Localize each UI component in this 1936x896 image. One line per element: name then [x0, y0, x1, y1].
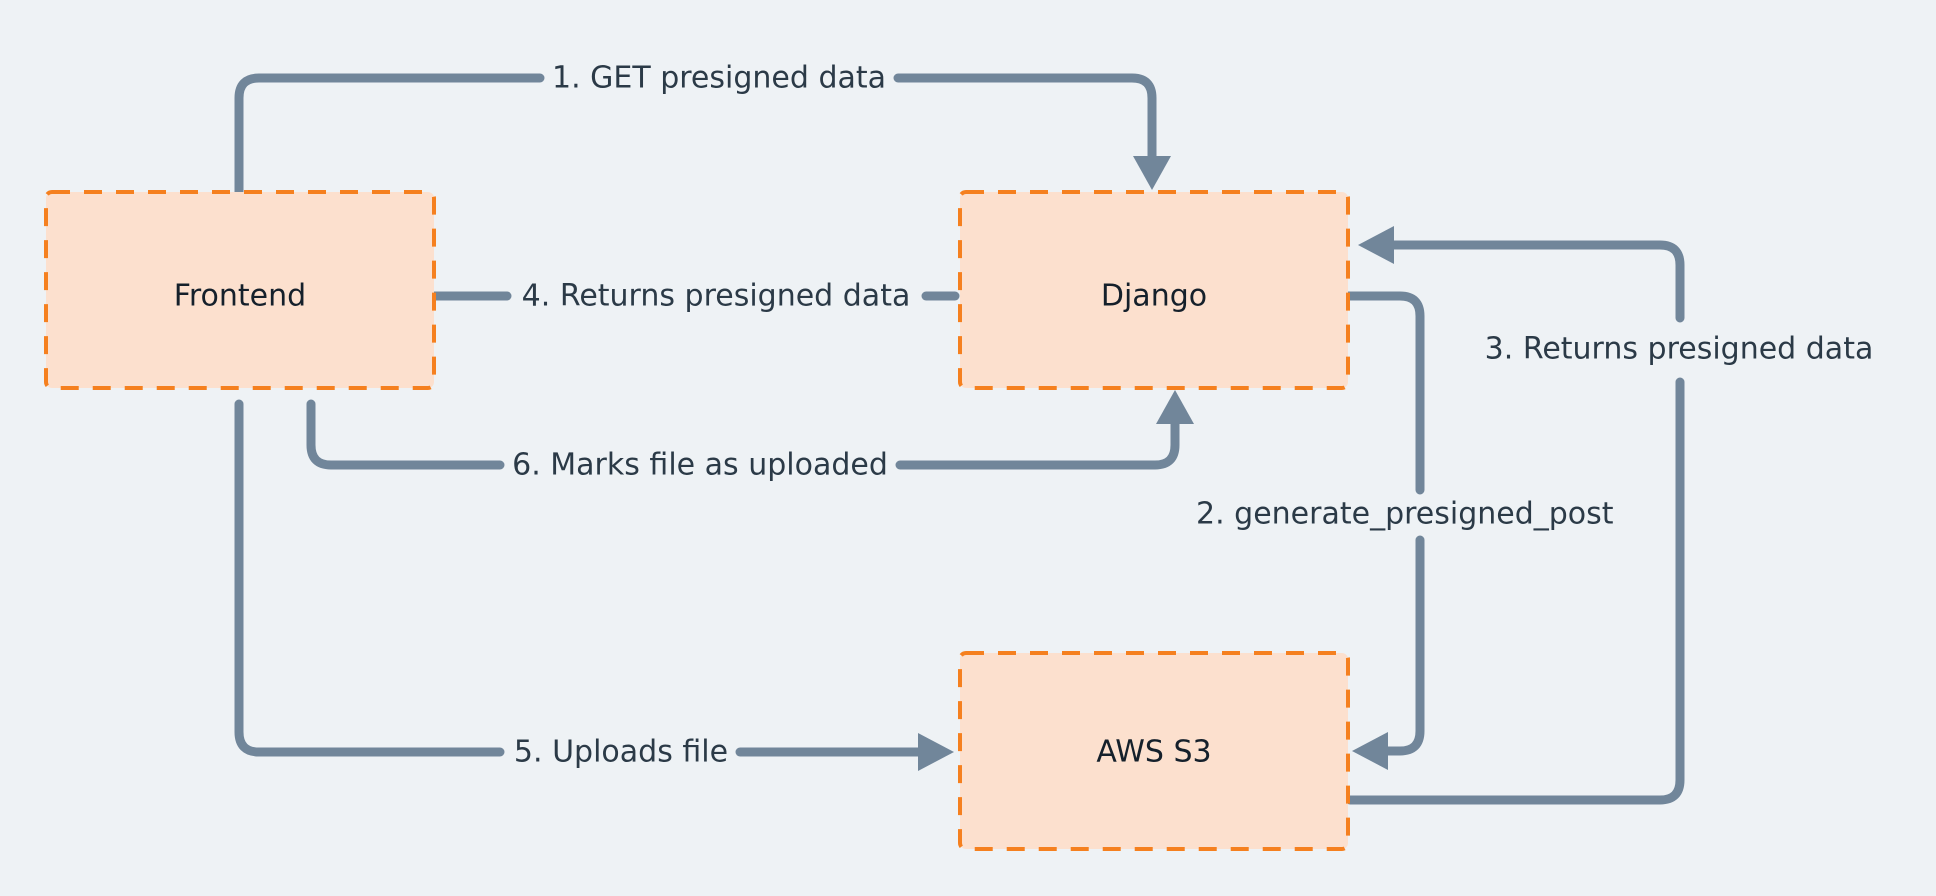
edge-1-path-b	[893, 73, 1157, 165]
node-frontend-box[interactable]	[44, 190, 436, 390]
node-django-box[interactable]	[958, 190, 1350, 390]
edge-4-label: 4. Returns presigned data	[522, 279, 911, 314]
edge-6-path-b	[895, 415, 1180, 470]
edge-1-label: 1. GET presigned data	[552, 61, 886, 96]
edge-6-label: 6. Marks file as uploaded	[512, 448, 888, 483]
node-frontend-label: Frontend	[174, 279, 306, 314]
edge-5-uploads-file: 5. Uploads file	[234, 399, 954, 771]
edge-3-path	[1345, 377, 1685, 805]
edge-1-path	[234, 73, 545, 197]
edge-3-label: 3. Returns presigned data	[1485, 332, 1874, 367]
edge-6-arrowhead	[1156, 390, 1194, 424]
edge-3-path-b	[1387, 240, 1685, 323]
edge-3-arrowhead	[1358, 226, 1394, 264]
node-django[interactable]: Django	[958, 190, 1350, 390]
edge-3-returns-presigned-data: 3. Returns presigned data	[1345, 226, 1874, 805]
edge-2-arrowhead	[1352, 732, 1388, 770]
node-aws-s3-box[interactable]	[958, 651, 1350, 851]
edge-5-label: 5. Uploads file	[514, 735, 728, 770]
node-aws-s3[interactable]: AWS S3	[958, 651, 1350, 851]
node-django-label: Django	[1101, 279, 1207, 314]
edge-2-generate-presigned-post: 2. generate_presigned_post	[1196, 291, 1614, 770]
edge-5-arrowhead	[918, 733, 954, 771]
edge-2-label: 2. generate_presigned_post	[1196, 497, 1614, 532]
edge-6-marks-file-as-uploaded: 6. Marks file as uploaded	[306, 390, 1194, 483]
edge-2-path-b	[1381, 535, 1425, 756]
node-aws-s3-label: AWS S3	[1096, 735, 1211, 770]
edge-1-arrowhead	[1133, 156, 1171, 190]
node-frontend[interactable]: Frontend	[44, 190, 436, 390]
edge-5-path	[234, 399, 505, 757]
edge-1-get-presigned-data: 1. GET presigned data	[234, 61, 1171, 197]
edge-4-returns-presigned-data: 4. Returns presigned data	[358, 277, 960, 315]
edge-2-path	[1343, 291, 1425, 495]
edge-6-path	[306, 399, 505, 470]
